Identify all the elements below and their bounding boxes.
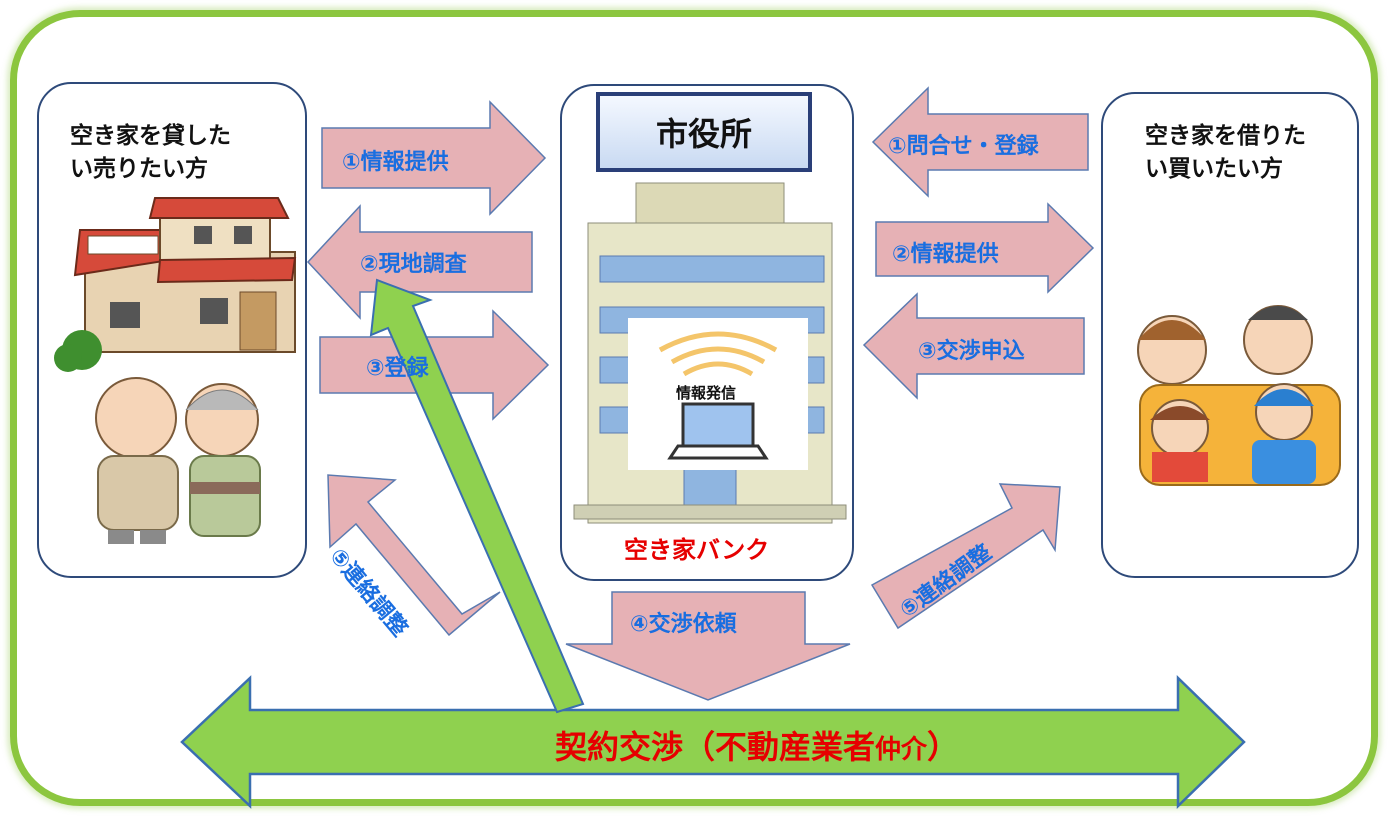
label-down-request: ④交渉依頼 <box>630 612 737 637</box>
arrow-left-survey <box>306 204 533 320</box>
arrow-right-contact <box>870 483 1061 630</box>
seeker-panel <box>1101 92 1359 578</box>
vacant-house-bank-label: 空き家バンク <box>624 536 770 564</box>
label-left-register: ③登録 <box>366 356 429 381</box>
arrow-down-request <box>565 591 851 701</box>
label-left-info: ①情報提供 <box>342 150 449 175</box>
arrow-right-inquiry <box>871 86 1089 198</box>
seeker-title: 空き家を借りた い買いたい方 <box>1145 123 1306 183</box>
label-right-apply: ③交渉申込 <box>918 339 1025 364</box>
info-broadcast-icon <box>628 318 808 470</box>
arrow-left-info <box>321 100 547 216</box>
info-broadcast-label: 情報発信 <box>676 384 737 402</box>
outer-frame <box>10 10 1378 806</box>
contract-negotiation-label: 契約交渉（不動産業者仲介） <box>555 728 960 766</box>
arrow-right-apply <box>862 292 1085 400</box>
owner-title: 空き家を貸した い売りたい方 <box>70 123 231 183</box>
house-illustration <box>54 197 297 372</box>
city-hall-sign: 市役所 <box>596 92 812 172</box>
label-right-inquiry: ①問合せ・登録 <box>888 134 1039 159</box>
negotiation-arrow <box>180 675 1246 809</box>
family-illustration <box>1137 305 1341 486</box>
elderly-couple-illustration <box>95 377 261 544</box>
label-left-survey: ②現地調査 <box>360 252 467 277</box>
arrow-left-contact <box>327 474 501 637</box>
support-arrow <box>369 278 585 714</box>
arrow-right-info <box>875 202 1095 294</box>
label-right-info: ②情報提供 <box>892 242 999 267</box>
